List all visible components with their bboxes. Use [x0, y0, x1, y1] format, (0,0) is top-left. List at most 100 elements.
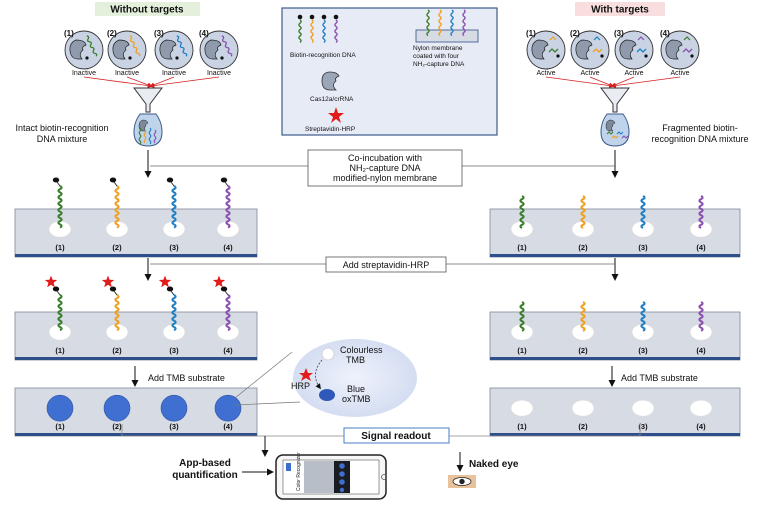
inset-reaction-arrow — [315, 359, 323, 390]
hrp-star — [158, 275, 172, 288]
biotin-dot — [166, 177, 174, 183]
cas12a-icon — [204, 39, 222, 60]
biotin-dot — [128, 56, 132, 60]
spot-number: (4) — [696, 346, 706, 355]
recognition-dna — [86, 35, 98, 57]
membrane-base — [490, 254, 740, 257]
spot-number: (3) — [638, 243, 648, 252]
fragment-dna — [611, 135, 619, 139]
blue-spot — [46, 394, 74, 422]
spot-number: (2) — [112, 346, 122, 355]
membrane-spot — [689, 399, 713, 417]
recognition-dna — [143, 129, 147, 144]
cas12a-icon — [605, 119, 616, 132]
membranes: (1)(2)(3)(4)(1)(2)(3)(4)(1)(2)(3)(4)(1)(… — [14, 177, 741, 437]
captured-dna — [698, 301, 704, 332]
blue-oxtmb-icon — [319, 389, 335, 401]
spot-number: (1) — [55, 243, 65, 252]
naked-eye-label: Naked eye — [469, 459, 519, 470]
biotin-linker — [56, 290, 61, 296]
membrane-base — [15, 254, 257, 257]
coincubation-box — [307, 149, 463, 187]
fragment-dna — [616, 131, 624, 135]
recognition-dna — [148, 127, 152, 145]
tube-status-label: Inactive — [207, 70, 231, 77]
captured-dna — [225, 294, 231, 332]
legend-dna-strand — [310, 19, 314, 43]
right-mixture-label-1: Fragmented biotin- — [662, 123, 738, 133]
legend-dna-strand — [334, 19, 338, 43]
coincubation-text-2: NH₂-capture DNA — [349, 163, 420, 173]
readout-connector-right — [449, 424, 641, 437]
tube-number: (3) — [614, 29, 624, 38]
fragment-dna — [592, 48, 603, 53]
legend-capture-dna — [438, 9, 442, 37]
biotin-dot — [690, 54, 694, 58]
biotin-dot — [166, 286, 174, 292]
spot-number: (1) — [55, 422, 65, 431]
membrane-spot — [571, 220, 595, 238]
legend-membrane-icon — [415, 9, 479, 43]
spot-number: (1) — [55, 346, 65, 355]
legend-membrane-label-1: Nylon membrane — [413, 45, 463, 52]
funnel-icon — [133, 87, 163, 113]
legend-capture-dna — [462, 9, 466, 37]
fragment-dna — [637, 36, 645, 41]
tube-to-funnel-arrow — [611, 76, 635, 87]
fragment-dna — [682, 48, 693, 53]
cas12a-icon — [575, 39, 593, 60]
recognition-dna — [176, 35, 188, 57]
membrane-base — [490, 433, 740, 436]
legend-biotin-dna-label: Biotin-recognition DNA — [290, 52, 356, 59]
left-funnel — [133, 87, 163, 178]
cas12a-icon — [619, 39, 637, 60]
spot-number: (1) — [517, 346, 527, 355]
recognition-dna — [138, 127, 142, 145]
streptavidin-text: Add streptavidin-HRP — [343, 260, 430, 270]
left-tmb-step: Add TMB substrate — [148, 373, 225, 383]
spot-number: (3) — [169, 422, 179, 431]
tube-to-funnel-arrow — [545, 76, 615, 88]
inset-pointer-top — [234, 351, 293, 399]
tube-status-label: Active — [670, 70, 689, 77]
biotin-dot — [109, 177, 117, 183]
tube-status-label: Inactive — [72, 70, 96, 77]
left-tube-row: Inactive(1)Inactive(2)Inactive(3)Inactiv… — [64, 29, 239, 88]
right-tube-row: Active(1)Active(2)Active(3)Active(4) — [526, 29, 700, 88]
inset-star-icon — [299, 368, 313, 381]
spot-number: (3) — [169, 346, 179, 355]
membrane-base — [15, 357, 257, 360]
recognition-dna — [153, 129, 157, 144]
tube-number: (1) — [64, 29, 74, 38]
left-mixture-label-1: Intact biotin-recognition — [15, 123, 108, 133]
legend-star-icon — [328, 107, 344, 123]
fragment-dna — [549, 36, 557, 41]
captured-dna — [580, 301, 586, 332]
without-targets-header-bg — [95, 2, 200, 16]
fragment-dna — [593, 36, 601, 41]
app-quantification-label-2: quantification — [172, 470, 238, 481]
fragment-dna — [606, 131, 614, 135]
coincubation-text-3: modified-nylon membrane — [333, 173, 437, 183]
app-quantification-label-1: App-based — [179, 458, 231, 469]
biotin-dot — [52, 286, 60, 292]
spot-number: (4) — [223, 243, 233, 252]
captured-dna — [698, 195, 704, 229]
legend-biotin-dot — [309, 14, 315, 20]
blue-label-1: Blue — [347, 384, 365, 394]
funnel-icon — [600, 87, 630, 113]
blue-spot — [214, 394, 242, 422]
tube-to-funnel-arrow — [589, 76, 614, 88]
tube-number: (2) — [570, 29, 580, 38]
cas12a-icon — [159, 39, 177, 60]
cas12a-icon — [531, 39, 549, 60]
biotin-dot — [556, 54, 560, 58]
without-targets-header: Without targets — [110, 5, 184, 16]
tube-status-label: Inactive — [162, 70, 186, 77]
phone-icon — [275, 454, 387, 500]
signal-readout-box — [343, 427, 450, 444]
biotin-dot — [220, 177, 228, 183]
spot-number: (4) — [223, 346, 233, 355]
readout-connector-left — [121, 424, 344, 437]
spot-number: (2) — [112, 243, 122, 252]
